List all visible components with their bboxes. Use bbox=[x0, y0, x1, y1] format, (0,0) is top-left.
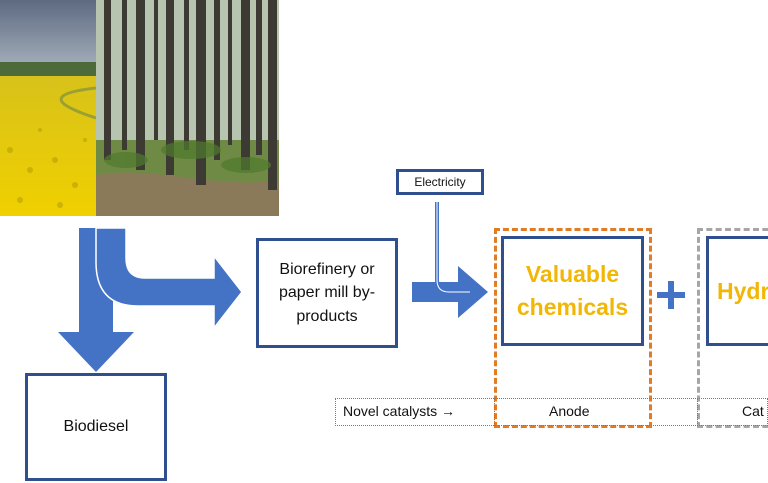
arrow-to-valuable-chemicals bbox=[412, 202, 488, 318]
row-divider-2 bbox=[697, 398, 699, 426]
plus-sign bbox=[657, 281, 685, 309]
anode-region bbox=[494, 228, 652, 428]
forest-photo bbox=[96, 0, 279, 216]
rapeseed-field-photo bbox=[0, 0, 96, 216]
cathode-region bbox=[697, 228, 768, 428]
valuable-chemicals-box: Valuable chemicals bbox=[501, 236, 644, 346]
hydrogen-label: Hydr bbox=[717, 277, 768, 304]
electricity-label: Electricity bbox=[414, 175, 466, 189]
cathode-label: Cat bbox=[742, 403, 764, 419]
branch-arrow-to-biorefinery bbox=[95, 227, 243, 331]
hydrogen-box: Hydr bbox=[706, 236, 768, 346]
electricity-box: Electricity bbox=[396, 169, 484, 195]
row-divider-1 bbox=[494, 398, 496, 426]
biodiesel-label: Biodiesel bbox=[63, 418, 129, 435]
valuable-chemicals-label: Valuable chemicals bbox=[516, 260, 629, 320]
biorefinery-box: Biorefinery or paper mill by-products bbox=[256, 238, 398, 348]
anode-label: Anode bbox=[549, 403, 590, 419]
biodiesel-box: Biodiesel bbox=[25, 373, 167, 481]
novel-catalysts-label: Novel catalysts → bbox=[343, 403, 456, 419]
biorefinery-label: Biorefinery or paper mill by-products bbox=[278, 261, 376, 325]
